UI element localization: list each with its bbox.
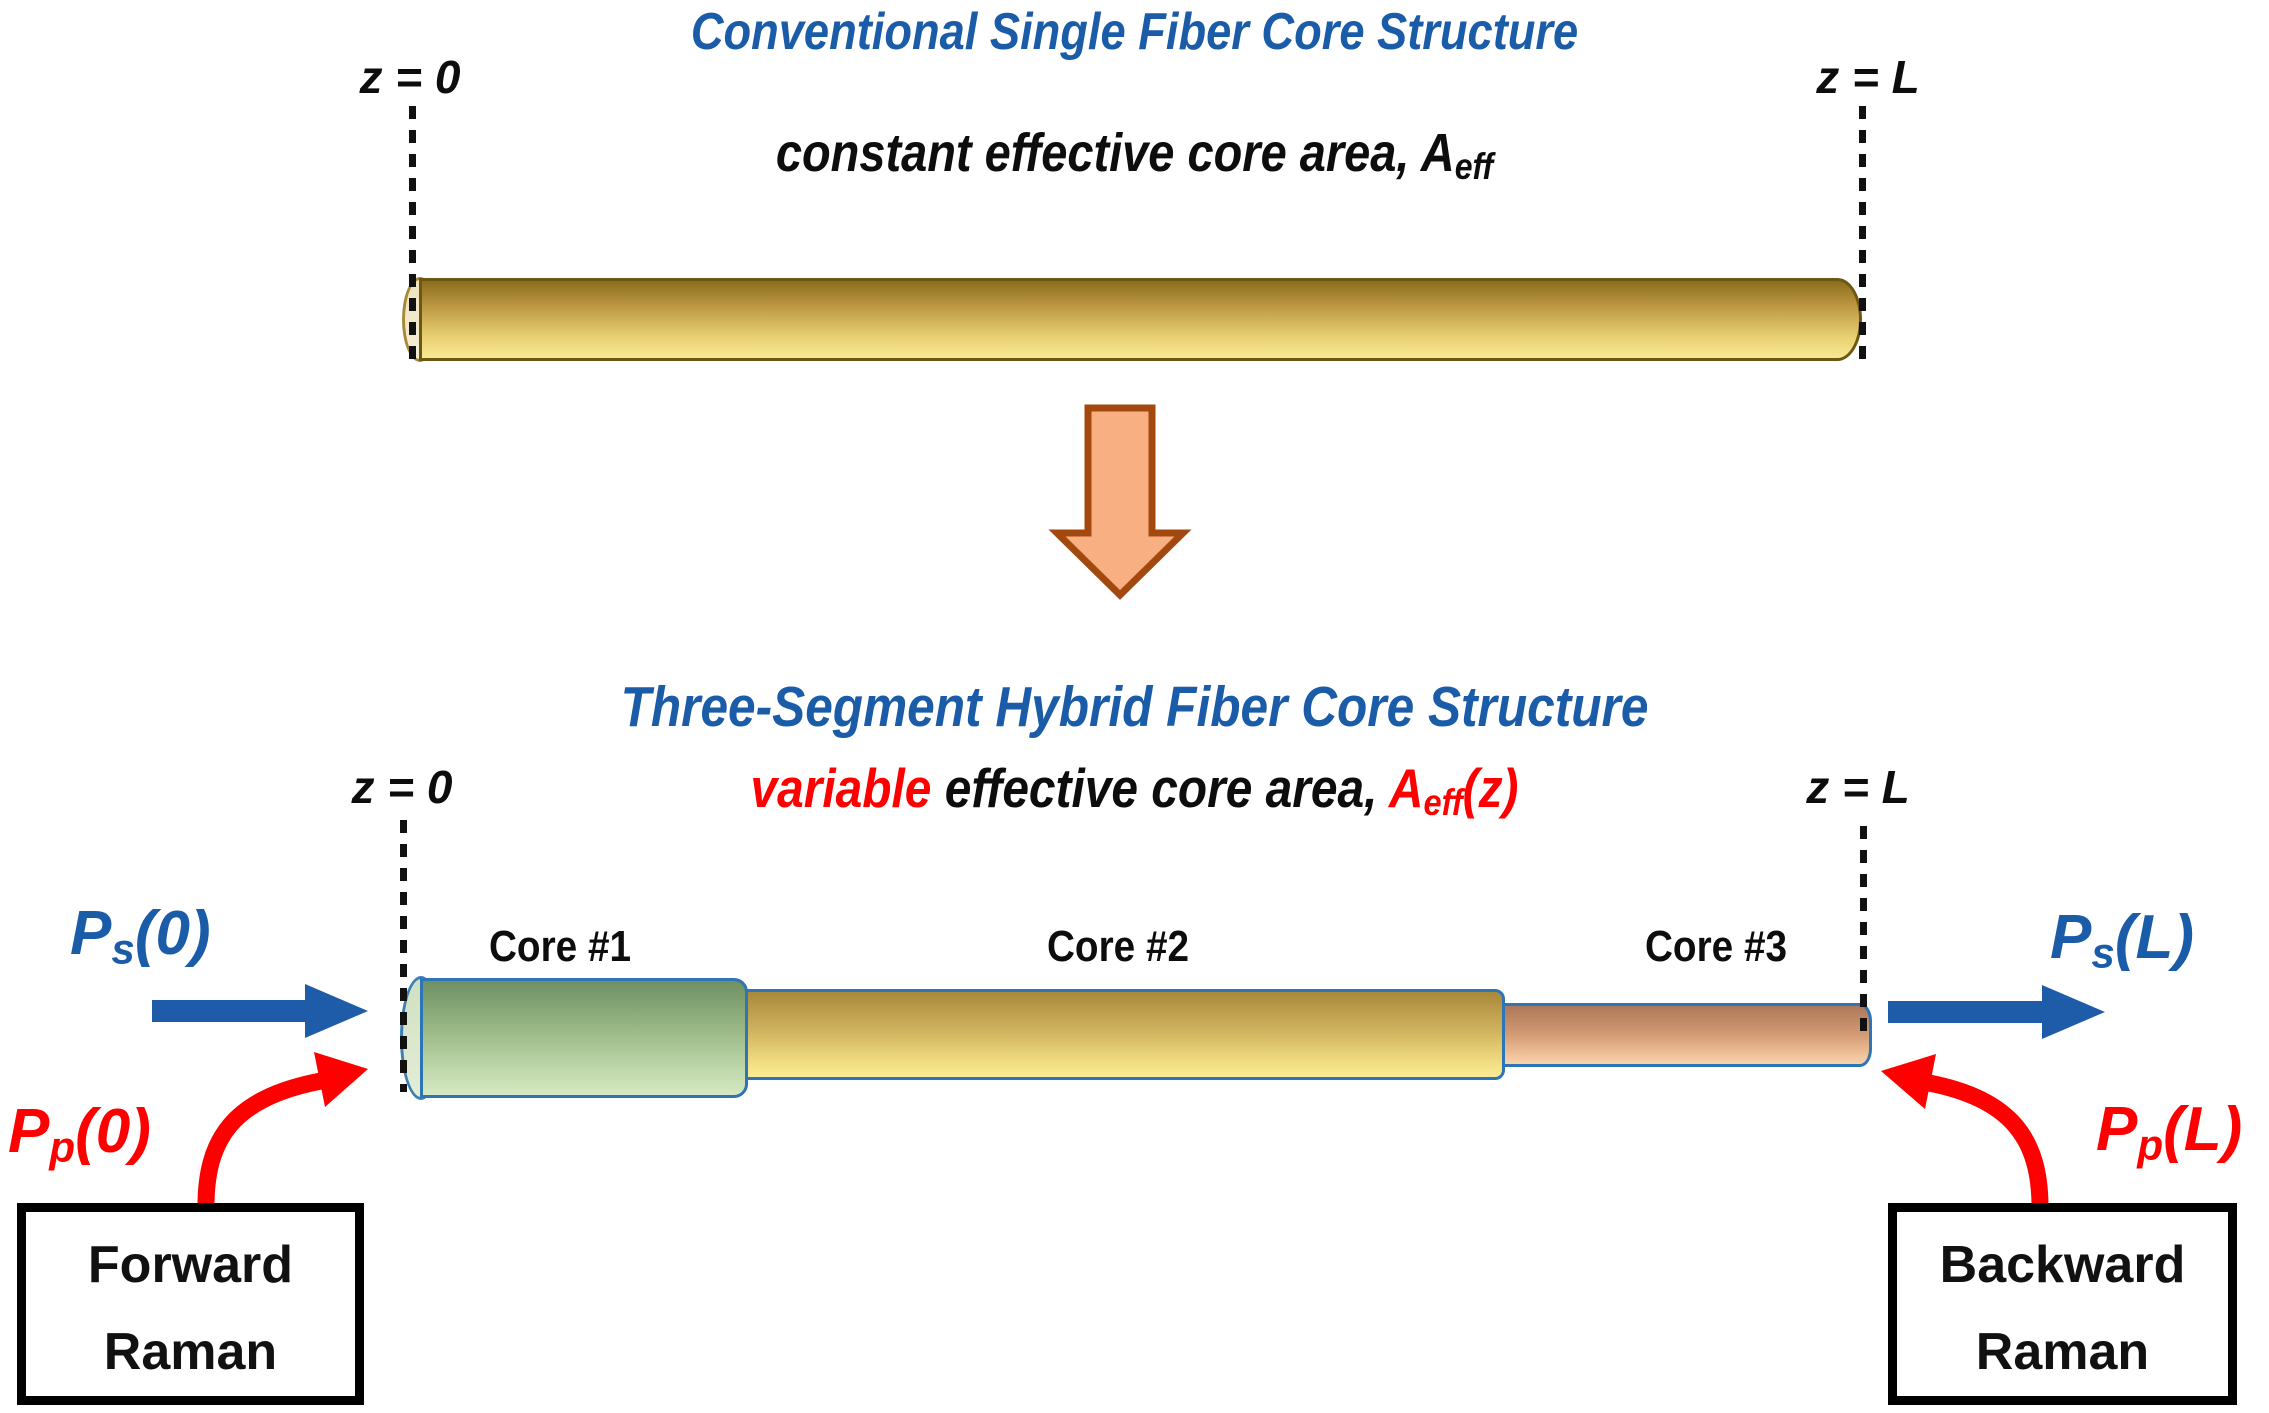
core3-cylinder xyxy=(1501,1003,1872,1067)
top-z-start-label: z = 0 xyxy=(359,51,461,103)
ps0-argument: (0) xyxy=(134,899,211,968)
bottom-subtitle-z: (z) xyxy=(1462,757,1519,819)
forward-pump-arrow-icon xyxy=(197,1052,368,1211)
backward-raman-line2: Raman xyxy=(1975,1323,2150,1381)
ppL-label: Pp(L) xyxy=(2096,1094,2242,1169)
top-z-end-label: z = L xyxy=(1816,51,1920,103)
bottom-subtitle-A: A xyxy=(1388,757,1424,819)
psL-argument: (L) xyxy=(2114,903,2194,972)
down-arrow-icon xyxy=(1048,404,1192,600)
psL-subscript: s xyxy=(2091,929,2115,977)
psL-symbol: P xyxy=(2050,903,2092,972)
ppL-symbol: P xyxy=(2096,1095,2138,1164)
bottom-subtitle-subscript: eff xyxy=(1423,781,1463,824)
backward-pump-arrow-icon xyxy=(1881,1054,2049,1208)
pp0-symbol: P xyxy=(8,1097,50,1166)
forward-raman-line1: Forward xyxy=(87,1236,294,1294)
top-subtitle: constant effective core area, Aeff xyxy=(147,122,2121,188)
top-left-dotted-line xyxy=(409,106,416,360)
ps0-symbol: P xyxy=(70,899,112,968)
bottom-subtitle-variable: variable xyxy=(750,757,932,819)
backward-raman-line1: Backward xyxy=(1939,1236,2186,1294)
bottom-z-end-label: z = L xyxy=(1806,761,1910,813)
psL-label: Ps(L) xyxy=(2050,902,2194,977)
core2-cylinder xyxy=(744,989,1505,1080)
signal-output-arrow-icon xyxy=(1888,985,2105,1039)
ps0-subscript: s xyxy=(111,925,135,973)
top-section-title: Conventional Single Fiber Core Structure xyxy=(690,3,1579,61)
top-right-dotted-line xyxy=(1859,106,1866,360)
core1-cylinder xyxy=(420,978,748,1098)
pp0-label: Pp(0) xyxy=(8,1096,151,1171)
core1-label: Core #1 xyxy=(488,922,632,971)
bottom-right-dotted-line xyxy=(1860,826,1867,1034)
bottom-section-title: Three-Segment Hybrid Fiber Core Structur… xyxy=(620,675,1649,739)
bottom-subtitle-middle: effective core area, xyxy=(931,757,1389,819)
top-subtitle-subscript: eff xyxy=(1454,146,1494,188)
pp0-argument: (0) xyxy=(75,1097,151,1166)
signal-input-arrow-icon xyxy=(152,984,368,1038)
ps0-label: Ps(0) xyxy=(70,898,211,973)
backward-raman-box: Backward Raman xyxy=(1888,1203,2237,1405)
forward-raman-box: Forward Raman xyxy=(17,1203,364,1405)
bottom-subtitle: variable effective core area, Aeff(z) xyxy=(147,756,2121,824)
core2-label: Core #2 xyxy=(1046,922,1190,971)
forward-raman-line2: Raman xyxy=(103,1323,278,1381)
bottom-left-dotted-line xyxy=(400,820,407,1092)
ppL-argument: (L) xyxy=(2163,1095,2243,1164)
pp0-subscript: p xyxy=(49,1123,76,1171)
bottom-z-start-label: z = 0 xyxy=(351,761,453,813)
ppL-subscript: p xyxy=(2137,1121,2164,1169)
top-subtitle-text: constant effective core area, A xyxy=(775,123,1455,183)
core3-label: Core #3 xyxy=(1644,922,1788,971)
